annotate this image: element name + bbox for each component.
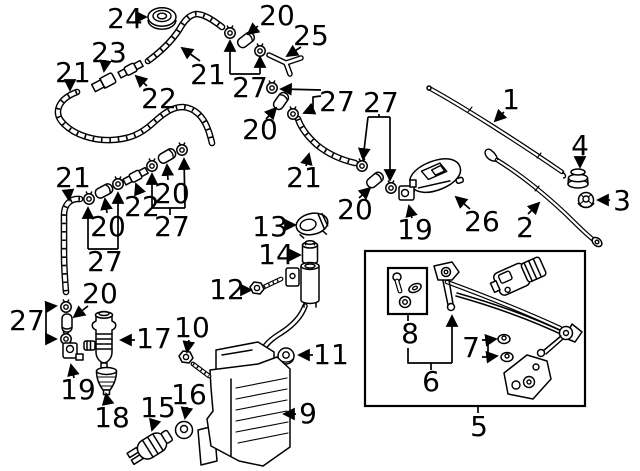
wiper-blade-1-drawing bbox=[426, 85, 567, 179]
grommet-16-drawing bbox=[174, 420, 194, 440]
washer-hose-s-curve-drawing bbox=[58, 92, 212, 143]
wiper-motor-drawing bbox=[489, 256, 547, 296]
callout-5-38[interactable]: 5 bbox=[470, 410, 488, 443]
callout-18-22[interactable]: 18 bbox=[94, 401, 130, 434]
callout-12-33[interactable]: 12 bbox=[209, 273, 245, 306]
callout-7-40[interactable]: 7 bbox=[462, 331, 480, 364]
callout-9-37[interactable]: 9 bbox=[299, 397, 317, 430]
callout-27-16[interactable]: 27 bbox=[87, 245, 123, 278]
callout-27-19[interactable]: 27 bbox=[9, 304, 45, 337]
callout-19-27[interactable]: 19 bbox=[397, 213, 433, 246]
callout-21-7[interactable]: 21 bbox=[190, 58, 226, 91]
hardware-box-8 bbox=[386, 266, 429, 316]
callout-2-30[interactable]: 2 bbox=[516, 211, 534, 244]
callout-20-4[interactable]: 20 bbox=[259, 0, 295, 32]
callout-27-13[interactable]: 27 bbox=[154, 210, 190, 243]
hose-connector-22b-drawing bbox=[121, 165, 150, 187]
nozzle-fitting-19a-drawing bbox=[398, 179, 417, 201]
callout-4-31[interactable]: 4 bbox=[571, 129, 589, 162]
bolt-12-drawing bbox=[249, 276, 284, 295]
callout-15-23[interactable]: 15 bbox=[140, 391, 176, 424]
callout-6-39[interactable]: 6 bbox=[422, 365, 440, 398]
linkage-bushings-7-drawing bbox=[497, 333, 514, 363]
callout-27-10[interactable]: 27 bbox=[363, 86, 399, 119]
callout-20-15[interactable]: 20 bbox=[90, 210, 126, 243]
callout-20-8[interactable]: 20 bbox=[242, 113, 278, 146]
callout-21-2[interactable]: 21 bbox=[55, 56, 91, 89]
callout-16-24[interactable]: 16 bbox=[171, 378, 207, 411]
washer-hose-middle-drawing bbox=[298, 119, 355, 163]
callout-17-21[interactable]: 17 bbox=[136, 322, 172, 355]
callout-21-11[interactable]: 21 bbox=[286, 161, 322, 194]
grommet-24-drawing bbox=[147, 7, 177, 30]
pump-fitting-19b-drawing bbox=[62, 342, 84, 361]
callout-24-0[interactable]: 24 bbox=[107, 2, 143, 35]
bolt-10-drawing bbox=[178, 350, 212, 379]
check-valve-23-drawing bbox=[90, 72, 117, 93]
linkage-frame-6-drawing bbox=[433, 261, 583, 358]
callout-10-25[interactable]: 10 bbox=[174, 311, 210, 344]
callout-13-35[interactable]: 13 bbox=[252, 210, 288, 243]
linkage-mount-bracket-drawing bbox=[503, 354, 552, 400]
callout-22-3[interactable]: 22 bbox=[141, 82, 177, 115]
wiper-nut-3-drawing bbox=[577, 191, 595, 209]
callout-27-9[interactable]: 27 bbox=[319, 85, 355, 118]
wiper-arm-2-drawing bbox=[484, 148, 603, 248]
callout-26-28[interactable]: 26 bbox=[464, 205, 500, 238]
linkage-box-5 bbox=[363, 249, 587, 408]
hardware-8-contents-drawing bbox=[392, 272, 422, 309]
callout-14-34[interactable]: 14 bbox=[258, 238, 294, 271]
nozzle-cover-13-drawing bbox=[295, 212, 329, 239]
callout-8-41[interactable]: 8 bbox=[401, 317, 419, 350]
washer-reservoir-9-drawing bbox=[197, 341, 291, 467]
filler-cap-14-drawing bbox=[301, 239, 319, 265]
y-connector-25-drawing bbox=[266, 52, 304, 77]
callout-20-26[interactable]: 20 bbox=[337, 193, 373, 226]
callout-27-6[interactable]: 27 bbox=[232, 71, 268, 104]
wiper-cap-4-drawing bbox=[567, 168, 589, 189]
callout-21-17[interactable]: 21 bbox=[55, 161, 91, 194]
callout-19-20[interactable]: 19 bbox=[60, 373, 96, 406]
callout-25-5[interactable]: 25 bbox=[293, 19, 329, 52]
callout-22-14[interactable]: 22 bbox=[124, 190, 160, 223]
callout-11-36[interactable]: 11 bbox=[313, 338, 349, 371]
callout-23-1[interactable]: 23 bbox=[91, 36, 127, 69]
pump-grommet-18-drawing bbox=[95, 366, 118, 396]
washer-hose-vertical-drawing bbox=[64, 199, 80, 292]
callout-20-18[interactable]: 20 bbox=[82, 277, 118, 310]
callout-20-12[interactable]: 20 bbox=[154, 177, 190, 210]
callout-1-29[interactable]: 1 bbox=[502, 83, 520, 116]
filler-neck-drawing bbox=[262, 261, 320, 353]
callout-3-32[interactable]: 3 bbox=[613, 184, 631, 217]
washer-pump-17-drawing bbox=[83, 310, 117, 377]
leader-arrows bbox=[44, 10, 610, 432]
level-sensor-15-drawing bbox=[126, 429, 173, 466]
